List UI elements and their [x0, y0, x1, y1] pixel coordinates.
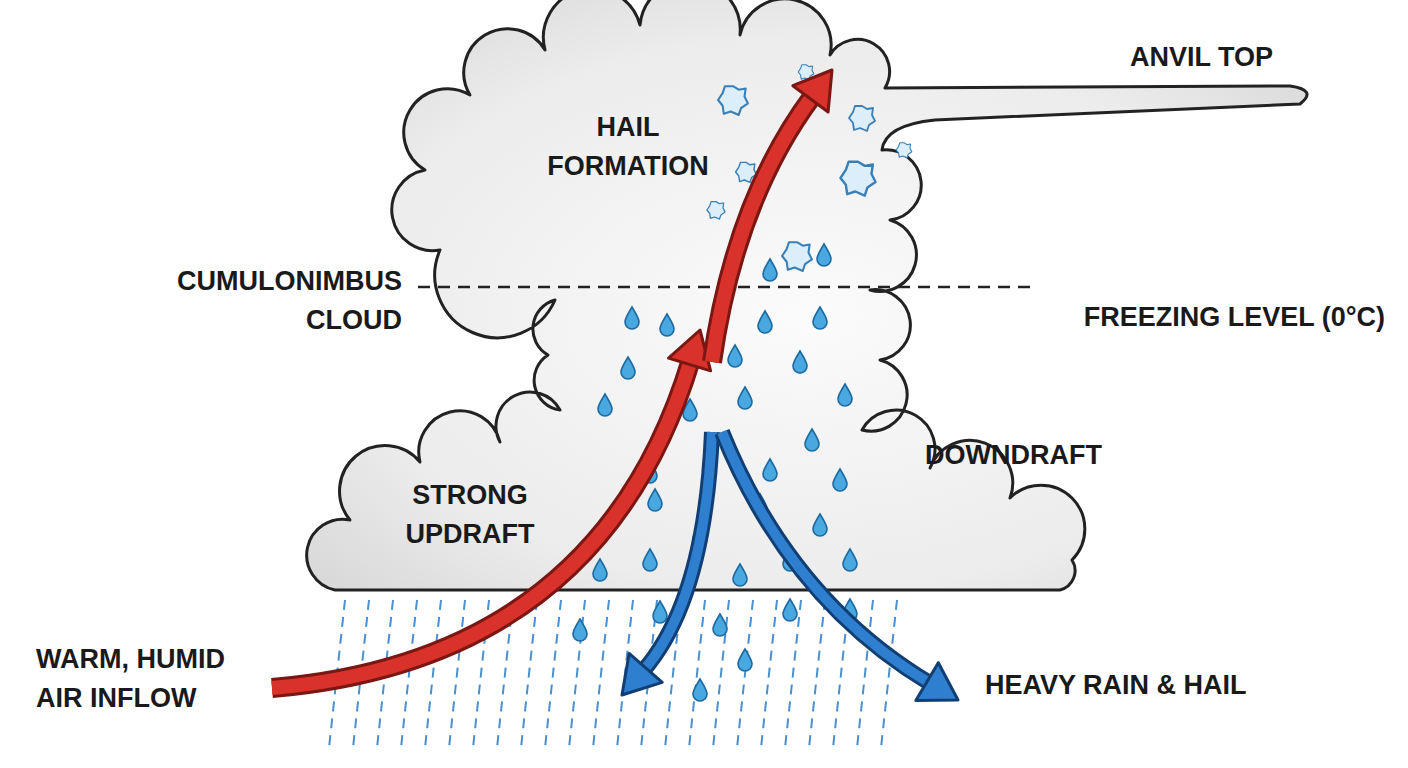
hailstone	[840, 162, 875, 196]
rain-streak	[809, 600, 825, 748]
hailstone-shape	[707, 202, 725, 220]
downdraft-label: DOWNDRAFT	[925, 436, 1102, 475]
rain-streak	[425, 600, 441, 748]
raindrop	[805, 429, 819, 451]
raindrop	[817, 244, 831, 266]
arrow-head	[622, 653, 662, 695]
hailstone-shape	[849, 106, 875, 131]
cloud-name-label: CUMULONIMBUS CLOUD	[130, 262, 402, 340]
anvil-top-label: ANVIL TOP	[1130, 38, 1273, 77]
raindrop	[738, 649, 752, 671]
hailstone-shape	[782, 242, 812, 271]
cumulonimbus-cloud	[307, 0, 1307, 590]
raindrop	[813, 307, 827, 329]
arrow-outline	[712, 96, 813, 362]
rain-streak	[449, 600, 465, 748]
hailstone	[849, 106, 875, 131]
flow-arrow	[712, 70, 832, 362]
raindrop	[793, 351, 807, 373]
raindrop	[660, 314, 674, 336]
arrow-shaft	[712, 96, 813, 362]
air-flow-arrows	[272, 70, 958, 700]
raindrop	[813, 514, 827, 536]
arrow-outline	[272, 361, 691, 688]
rain-streak	[545, 600, 561, 748]
raindrop	[648, 489, 662, 511]
raindrop	[843, 549, 857, 571]
rain-streaks	[329, 600, 897, 748]
arrow-head	[793, 70, 832, 112]
arrow-outline	[722, 432, 931, 684]
hailstone-shape	[840, 162, 875, 196]
raindrop	[621, 357, 635, 379]
raindrop	[733, 564, 747, 586]
raindrop	[763, 459, 777, 481]
arrow-shaft	[722, 432, 931, 684]
hailstone	[718, 86, 748, 115]
raindrop	[728, 345, 742, 367]
raindrop	[838, 384, 852, 406]
raindrop	[625, 307, 639, 329]
rain-streak	[713, 600, 729, 748]
flow-arrow	[722, 432, 958, 700]
rain-streak	[737, 600, 753, 748]
raindrop	[598, 394, 612, 416]
rain-streak	[593, 600, 609, 748]
rain-streak	[401, 600, 417, 748]
raindrop	[758, 311, 772, 333]
rain-streak	[785, 600, 801, 748]
hailstone-shape	[718, 86, 748, 115]
updraft-label: STRONG UPDRAFT	[390, 476, 550, 554]
hail-formation-label: HAIL FORMATION	[538, 108, 718, 186]
raindrop	[643, 549, 657, 571]
hailstone-shape	[896, 143, 912, 158]
precipitation-label: HEAVY RAIN & HAIL	[985, 666, 1247, 705]
flow-arrow	[272, 330, 711, 688]
rain-streak	[761, 600, 777, 748]
raindrop	[573, 619, 587, 641]
raindrop	[783, 599, 797, 621]
hailstone	[782, 242, 812, 271]
hailstone	[707, 202, 725, 220]
freezing-level-label: FREEZING LEVEL (0°C)	[1084, 298, 1385, 337]
raindrop	[713, 614, 727, 636]
raindrop	[738, 387, 752, 409]
raindrop	[653, 601, 667, 623]
rain-streak	[689, 600, 705, 748]
raindrop	[593, 559, 607, 581]
inflow-label: WARM, HUMID AIR INFLOW	[36, 640, 251, 718]
arrow-shaft	[272, 361, 691, 688]
rain-streak	[521, 600, 537, 748]
rain-streak	[881, 600, 897, 748]
hailstone	[896, 143, 912, 158]
arrow-head	[916, 663, 958, 701]
raindrop	[693, 679, 707, 701]
raindrop	[763, 259, 777, 281]
raindrop	[833, 469, 847, 491]
